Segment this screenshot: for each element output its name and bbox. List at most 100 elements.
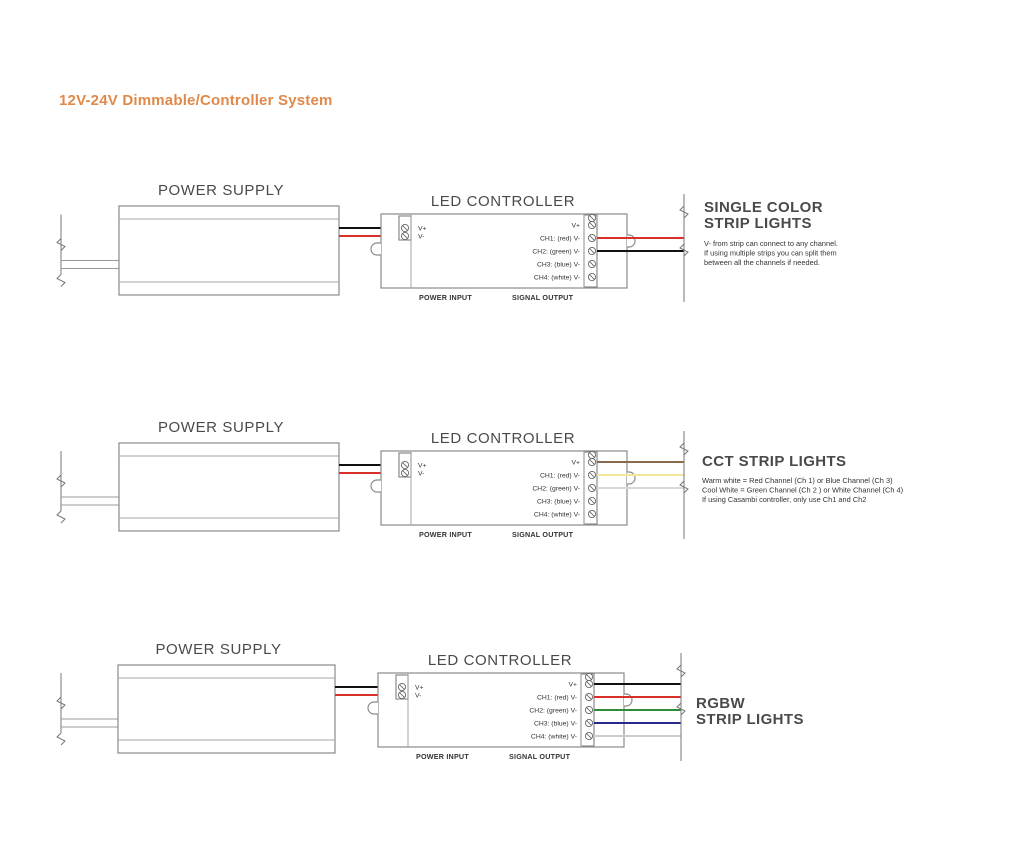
output-vplus-label: V+ [571, 223, 580, 230]
screw-slot [402, 470, 408, 476]
vplus-input-label: V+ [415, 685, 424, 692]
strip-note: V- from strip can connect to any channel… [704, 239, 838, 248]
output-vplus-label: V+ [571, 460, 580, 467]
signal-output-label: SIGNAL OUTPUT [512, 293, 574, 302]
power-supply-label: POWER SUPPLY [158, 419, 284, 436]
break-zigzag [679, 480, 689, 494]
power-supply-label: POWER SUPPLY [155, 641, 281, 658]
screw-slot [589, 222, 595, 228]
screw-slot [589, 215, 595, 221]
screw-slot [589, 498, 595, 504]
break-zigzag [679, 243, 689, 257]
screw-slot [586, 733, 592, 739]
strip-note: Cool White = Green Channel (Ch 2 ) or Wh… [702, 486, 903, 495]
strip-title: SINGLE COLOR [704, 199, 823, 216]
mounting-notch-right [624, 693, 633, 707]
output-ch3-label: CH3: (blue) V- [537, 499, 580, 506]
output-ch3-label: CH3: (blue) V- [537, 262, 580, 269]
strip-title: STRIP LIGHTS [704, 215, 812, 232]
screw-slot [586, 694, 592, 700]
mounting-notch-left [367, 701, 378, 715]
led-controller-label: LED CONTROLLER [428, 652, 572, 669]
vplus-input-label: V+ [418, 463, 427, 470]
led-controller-label: LED CONTROLLER [431, 430, 575, 447]
screw-slot [589, 235, 595, 241]
signal-output-label: SIGNAL OUTPUT [512, 530, 574, 539]
strip-title: RGBW [696, 695, 746, 712]
power-supply: POWER SUPPLY [118, 419, 340, 532]
power-input-label: POWER INPUT [416, 752, 469, 761]
break-zigzag [676, 702, 686, 716]
power-supply-label: POWER SUPPLY [158, 182, 284, 199]
output-ch2-label: CH2: (green) V- [532, 486, 580, 493]
screw-slot [586, 674, 592, 680]
break-zigzag [56, 510, 66, 524]
signal-output-label: SIGNAL OUTPUT [509, 752, 571, 761]
vminus-input-label: V- [415, 693, 421, 700]
screw-slot [586, 720, 592, 726]
output-ch1-label: CH1: (red) V- [540, 473, 580, 480]
mounting-notch-left [370, 242, 381, 256]
screw-slot [589, 511, 595, 517]
screw-slot [586, 681, 592, 687]
mounting-notch-right [627, 471, 636, 485]
power-supply-body [118, 442, 340, 532]
output-ch3-label: CH3: (blue) V- [534, 721, 577, 728]
break-zigzag [56, 696, 66, 710]
led-controller-label: LED CONTROLLER [431, 193, 575, 210]
power-supply-body [117, 664, 336, 754]
output-ch2-label: CH2: (green) V- [529, 708, 577, 715]
vminus-input-label: V- [418, 471, 424, 478]
power-input-label: POWER INPUT [419, 293, 472, 302]
mounting-notch-left [370, 479, 381, 493]
screw-slot [399, 692, 405, 698]
output-ch1-label: CH1: (red) V- [540, 236, 580, 243]
screw-slot [402, 462, 408, 468]
strip-note: Warm white = Red Channel (Ch 1) or Blue … [702, 476, 893, 485]
screw-slot [402, 225, 408, 231]
break-zigzag [676, 664, 686, 678]
screw-slot [589, 248, 595, 254]
screw-slot [586, 707, 592, 713]
screw-slot [402, 233, 408, 239]
power-supply: POWER SUPPLY [118, 182, 340, 296]
page-title: 12V-24V Dimmable/Controller System [59, 92, 333, 109]
output-ch4-label: CH4: (white) V- [531, 734, 577, 741]
screw-slot [589, 274, 595, 280]
screw-slot [589, 452, 595, 458]
strip-title: CCT STRIP LIGHTS [702, 453, 846, 470]
vminus-input-label: V- [418, 234, 424, 241]
strip-note: If using Casambi controller, only use Ch… [702, 495, 866, 504]
vplus-input-label: V+ [418, 226, 427, 233]
power-supply: POWER SUPPLY [117, 641, 336, 754]
screw-slot [589, 459, 595, 465]
strip-title: STRIP LIGHTS [696, 711, 804, 728]
power-supply-body [118, 205, 340, 296]
break-zigzag [56, 238, 66, 251]
power-input-label: POWER INPUT [419, 530, 472, 539]
break-zigzag [56, 474, 66, 488]
output-ch1-label: CH1: (red) V- [537, 695, 577, 702]
break-zigzag [679, 442, 689, 456]
mounting-notch-right [627, 234, 636, 248]
break-zigzag [56, 732, 66, 746]
screw-slot [589, 485, 595, 491]
output-ch4-label: CH4: (white) V- [534, 512, 580, 519]
strip-note: between all the channels if needed. [704, 258, 820, 267]
strip-note: If using multiple strips you can split t… [704, 249, 837, 258]
screw-slot [589, 261, 595, 267]
output-vplus-label: V+ [568, 682, 577, 689]
break-zigzag [56, 274, 66, 287]
break-zigzag [679, 205, 689, 219]
screw-slot [589, 472, 595, 478]
screw-slot [399, 684, 405, 690]
output-ch2-label: CH2: (green) V- [532, 249, 580, 256]
output-ch4-label: CH4: (white) V- [534, 275, 580, 282]
